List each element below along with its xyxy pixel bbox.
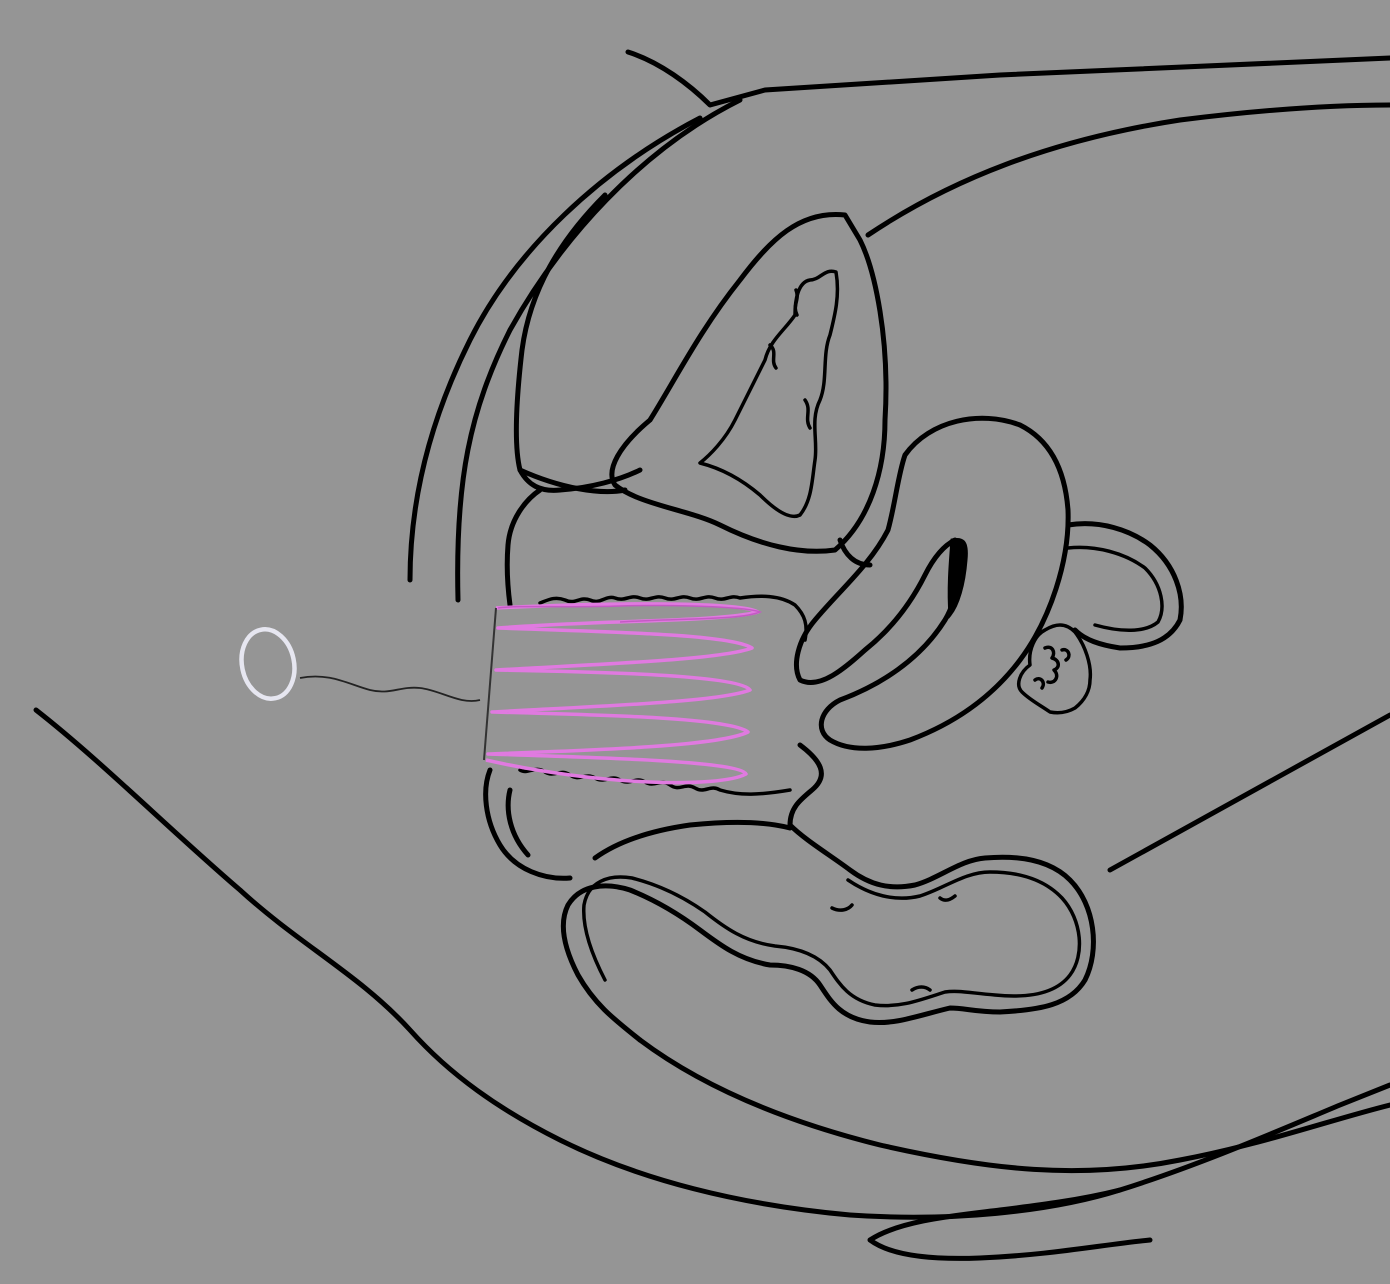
coil-spring — [485, 602, 760, 785]
cervix-and-tube — [794, 415, 1184, 751]
posterior-contour — [33, 707, 1390, 1261]
coil-device — [239, 602, 763, 785]
ovary — [1017, 623, 1093, 715]
retrieval-string — [299, 675, 481, 702]
uterus — [609, 211, 889, 554]
retrieval-ring — [239, 627, 297, 701]
rectum — [560, 742, 1096, 1043]
abdominal-wall — [865, 102, 1390, 238]
body-outline — [407, 49, 1390, 603]
